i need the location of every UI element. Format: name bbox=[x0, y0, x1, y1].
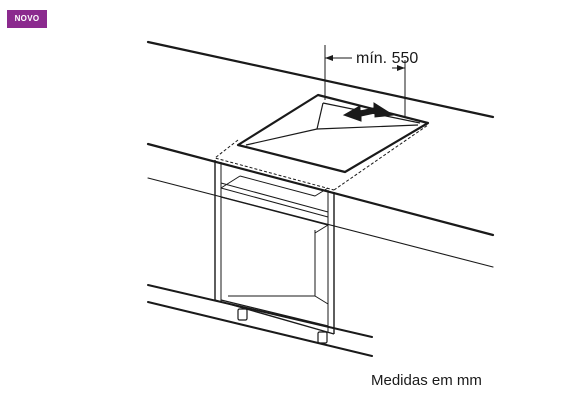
units-note: Medidas em mm bbox=[371, 372, 482, 389]
cabinet-inner-shelf-left bbox=[220, 175, 241, 189]
cabinet-dashed-left bbox=[213, 139, 335, 191]
cabinet-top-frame-2 bbox=[220, 182, 329, 213]
worktop bbox=[146, 40, 495, 357]
cabinet-top-frame bbox=[220, 187, 329, 218]
foot-left bbox=[237, 308, 248, 321]
cabinet-base-front bbox=[214, 299, 335, 335]
cabinet-bottom-inner bbox=[228, 295, 329, 305]
cabinet-bottom-shelf bbox=[220, 299, 329, 327]
worktop-cutout bbox=[236, 93, 430, 174]
cabinet-opening-top bbox=[220, 196, 329, 226]
cabinet-opening-inner-right bbox=[228, 230, 316, 297]
cabinet-opening-back bbox=[314, 224, 329, 234]
worktop-front-top-edge bbox=[146, 142, 495, 237]
cutout-inner-depth bbox=[245, 102, 324, 146]
plinth-bottom-line bbox=[147, 301, 373, 357]
cutout-inner-floor bbox=[316, 124, 419, 130]
new-badge: NOVO bbox=[7, 10, 47, 28]
dimension-arrow-right bbox=[397, 65, 405, 71]
cabinet bbox=[214, 160, 335, 335]
slide-arrow-shape bbox=[342, 102, 395, 122]
new-badge-label: NOVO bbox=[14, 14, 40, 23]
worktop-back-edge bbox=[146, 40, 495, 119]
cabinet-feet bbox=[237, 308, 328, 344]
slide-arrow bbox=[342, 102, 395, 122]
cabinet-hidden-outline bbox=[213, 124, 429, 191]
dimension-min-width bbox=[324, 45, 406, 118]
cabinet-dashed-right bbox=[333, 124, 429, 191]
cutout-outline bbox=[236, 93, 430, 174]
dimension-label: mín. 550 bbox=[356, 50, 418, 67]
dimension-arrow-left bbox=[325, 55, 333, 61]
foot-right bbox=[317, 331, 328, 344]
cabinet-inner-back bbox=[239, 175, 329, 197]
